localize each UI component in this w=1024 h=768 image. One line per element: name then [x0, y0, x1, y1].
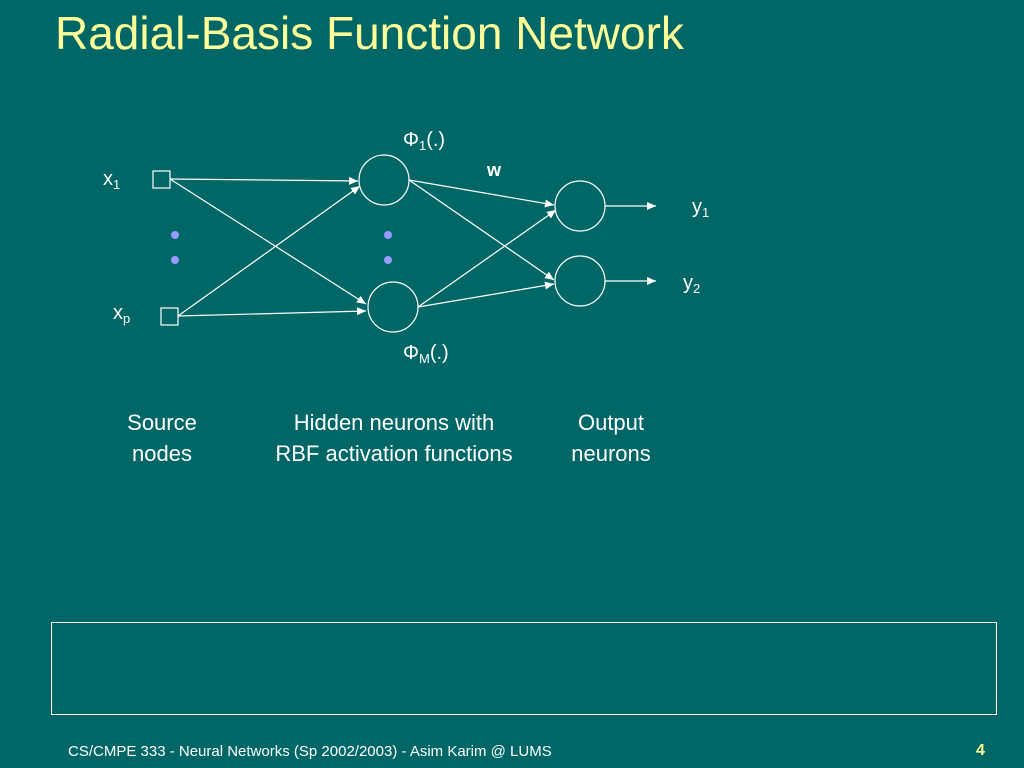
notes-box — [51, 622, 997, 715]
hidden-neuron-phi1 — [358, 154, 410, 206]
source-node-x1 — [152, 170, 171, 189]
connection-x1-phi1 — [169, 176, 359, 185]
connection-xp-phiM — [177, 307, 367, 317]
caption-output-neurons: Output neurons — [571, 410, 651, 466]
input-label-x1: x1 — [103, 168, 121, 192]
input-label-xp: xp — [113, 302, 131, 326]
output-neuron-y1 — [554, 180, 606, 232]
connection-x1-phiM — [169, 178, 367, 305]
weight-label: w — [487, 160, 502, 180]
output-neuron-y2 — [554, 255, 606, 307]
hidden-label-phi1: Φ1(.) — [403, 129, 446, 153]
hidden-ellipsis-dot — [384, 256, 392, 264]
hidden-ellipsis-dot — [384, 231, 392, 239]
caption-source-nodes: Source nodes — [127, 410, 197, 466]
source-node-xp — [160, 307, 179, 326]
slide-title: Radial-Basis Function Network — [55, 7, 684, 59]
rbf-network-diagram — [152, 154, 656, 333]
connection-phi1-y1 — [408, 179, 555, 208]
connection-phi1-y2 — [408, 179, 555, 281]
caption-hidden-neurons: Hidden neurons with RBF activation funct… — [275, 410, 513, 466]
hidden-neuron-phiM — [367, 281, 419, 333]
input-ellipsis-dot — [171, 256, 179, 264]
output-label-y2: y2 — [683, 272, 701, 296]
page-number: 4 — [976, 742, 985, 759]
input-ellipsis-dot — [171, 231, 179, 239]
connection-xp-phi1 — [177, 185, 361, 317]
connection-phiM-y1 — [417, 209, 557, 308]
output-label-y1: y1 — [692, 196, 710, 220]
hidden-label-phiM: ΦM(.) — [403, 342, 449, 366]
connection-phiM-y2 — [417, 281, 555, 308]
slide-footer: CS/CMPE 333 - Neural Networks (Sp 2002/2… — [68, 743, 552, 760]
